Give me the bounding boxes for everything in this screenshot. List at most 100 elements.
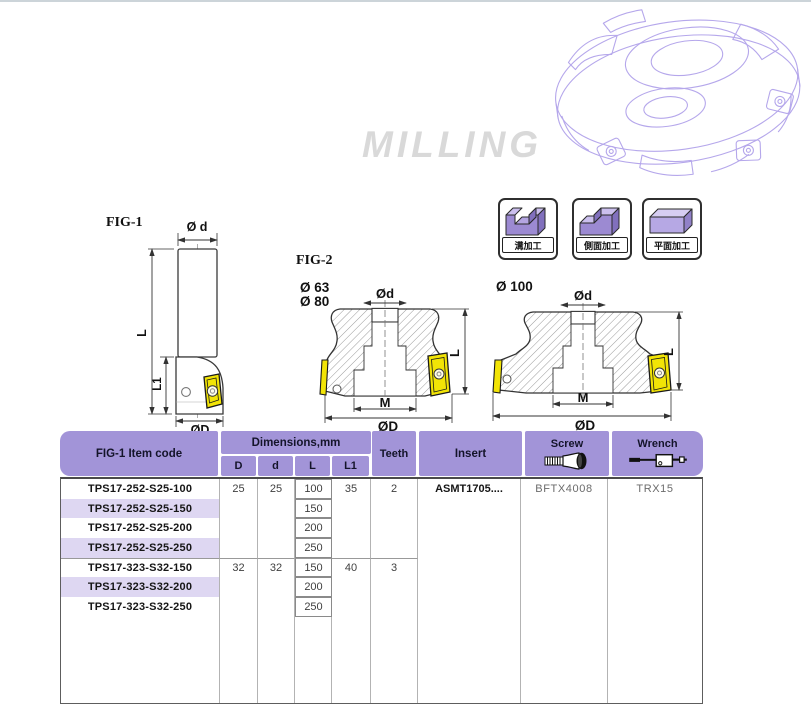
header-insert: Insert — [419, 431, 522, 476]
groove-machining-label: 溝加工 — [502, 237, 554, 253]
cell-D: 32 — [220, 557, 258, 578]
cell-wrench: TRX15 — [636, 482, 674, 495]
cell-L1 — [332, 498, 371, 519]
step-block-glyph — [579, 207, 620, 236]
page-top-border — [0, 0, 811, 2]
cell-D — [220, 597, 258, 617]
fig1-drawing: FIG-1 Ø d L L1 ØD — [106, 215, 224, 437]
cell-filler — [521, 616, 608, 703]
fig2-dia80-label: Ø 80 — [300, 294, 329, 309]
header-wrench-label: Wrench — [637, 437, 678, 450]
cell-code: TPS17-252-S25-150 — [61, 498, 220, 519]
screw-icon — [544, 451, 587, 470]
cell-L1 — [332, 538, 371, 558]
table-header: FIG-1 Item code Dimensions,mm D d L L1 T… — [60, 431, 703, 476]
cell-filler — [418, 616, 521, 703]
cell-d — [258, 577, 295, 598]
cell-teeth: 3 — [371, 557, 418, 578]
fig2-left-dia-top-label: Ød — [376, 286, 394, 301]
header-wrench: Wrench — [612, 431, 703, 476]
cell-d: 25 — [258, 479, 295, 499]
cell-d — [258, 498, 295, 519]
cell-code: TPS17-323-S32-150 — [61, 557, 220, 578]
cell-screw: BFTX4008 — [521, 479, 608, 499]
groove-block-glyph — [505, 207, 546, 236]
header-screw: Screw — [525, 431, 609, 476]
cell-screw — [521, 597, 608, 617]
cell-L1 — [332, 597, 371, 617]
cell-L1: 35 — [332, 479, 371, 499]
header-dimensions: Dimensions,mm — [221, 431, 371, 454]
side-machining-icon: 側面加工 — [572, 198, 632, 260]
cell-insert — [418, 518, 521, 539]
cell-L: 200 — [295, 518, 332, 539]
cell-wrench — [608, 577, 702, 597]
cell-L: 200 — [295, 577, 332, 598]
cell-insert — [418, 498, 521, 519]
face-machining-label: 平面加工 — [646, 237, 698, 253]
milling-cutter-illustration — [555, 9, 801, 176]
cell-d — [258, 538, 295, 558]
side-machining-label: 側面加工 — [576, 237, 628, 253]
cell-D — [220, 498, 258, 519]
cell-code: TPS17-323-S32-200 — [61, 577, 220, 598]
cell-filler — [61, 616, 220, 703]
cell-screw — [521, 498, 608, 519]
fig2-dia63-label: Ø 63 — [300, 280, 330, 295]
cell-insert — [418, 577, 521, 598]
header-col-D: D — [221, 456, 256, 476]
cell-filler — [295, 616, 332, 703]
header-screw-label: Screw — [550, 437, 584, 450]
cell-insert — [418, 597, 521, 617]
cell-d — [258, 597, 295, 617]
cell-wrench — [608, 597, 702, 617]
cell-d: 32 — [258, 557, 295, 578]
cell-screw — [521, 518, 608, 539]
cell-teeth — [371, 597, 418, 617]
cell-code: TPS17-323-S32-250 — [61, 597, 220, 617]
flat-block-glyph — [649, 208, 693, 234]
milling-watermark: MILLING — [362, 124, 543, 165]
cell-wrench — [608, 499, 702, 519]
header-item-code: FIG-1 Item code — [60, 431, 218, 476]
fig2-left-L-label: L — [447, 349, 462, 357]
cell-wrench — [608, 518, 702, 538]
cell-wrench — [608, 558, 702, 578]
cell-code: TPS17-252-S25-200 — [61, 518, 220, 539]
cell-insert — [418, 538, 521, 558]
cell-D — [220, 518, 258, 539]
header-col-d: d — [258, 456, 293, 476]
fig2-left-dia-bottom-label: ØD — [378, 419, 399, 434]
fig1-L-label: L — [135, 329, 149, 337]
cell-D — [220, 577, 258, 598]
cell-filler — [371, 616, 418, 703]
cell-screw — [521, 577, 608, 598]
cell-teeth — [371, 577, 418, 598]
cell-L1 — [332, 577, 371, 598]
fig2-title: FIG-2 — [296, 253, 333, 268]
cell-screw — [521, 557, 608, 578]
fig2-left-drawing: FIG-2 Ø 63 Ø 80 Ød M ØD L — [296, 253, 469, 434]
cell-teeth: 2 — [371, 479, 418, 499]
cell-filler — [258, 616, 295, 703]
cell-L: 250 — [295, 597, 332, 617]
fig2-right-L-label: L — [661, 348, 676, 356]
cell-teeth — [371, 518, 418, 539]
cell-wrench — [608, 538, 702, 558]
fig2-right-dia-top-label: Ød — [574, 288, 592, 303]
cell-d — [258, 518, 295, 539]
cell-L: 150 — [295, 498, 332, 519]
fig1-dia-top-label: Ø d — [187, 220, 208, 234]
fig1-L1-label: L1 — [152, 377, 164, 391]
cell-insert — [418, 557, 521, 578]
face-machining-icon: 平面加工 — [642, 198, 702, 260]
fig2-dia100-label: Ø 100 — [496, 279, 533, 294]
cell-code: TPS17-252-S25-250 — [61, 538, 220, 558]
cell-code: TPS17-252-S25-100 — [61, 479, 220, 499]
cell-L: 150 — [295, 557, 332, 578]
fig2-right-M-label: M — [578, 390, 589, 405]
fig2-right-drawing: Ø 100 Ød M ØD L — [492, 279, 683, 433]
header-col-L: L — [295, 456, 330, 476]
